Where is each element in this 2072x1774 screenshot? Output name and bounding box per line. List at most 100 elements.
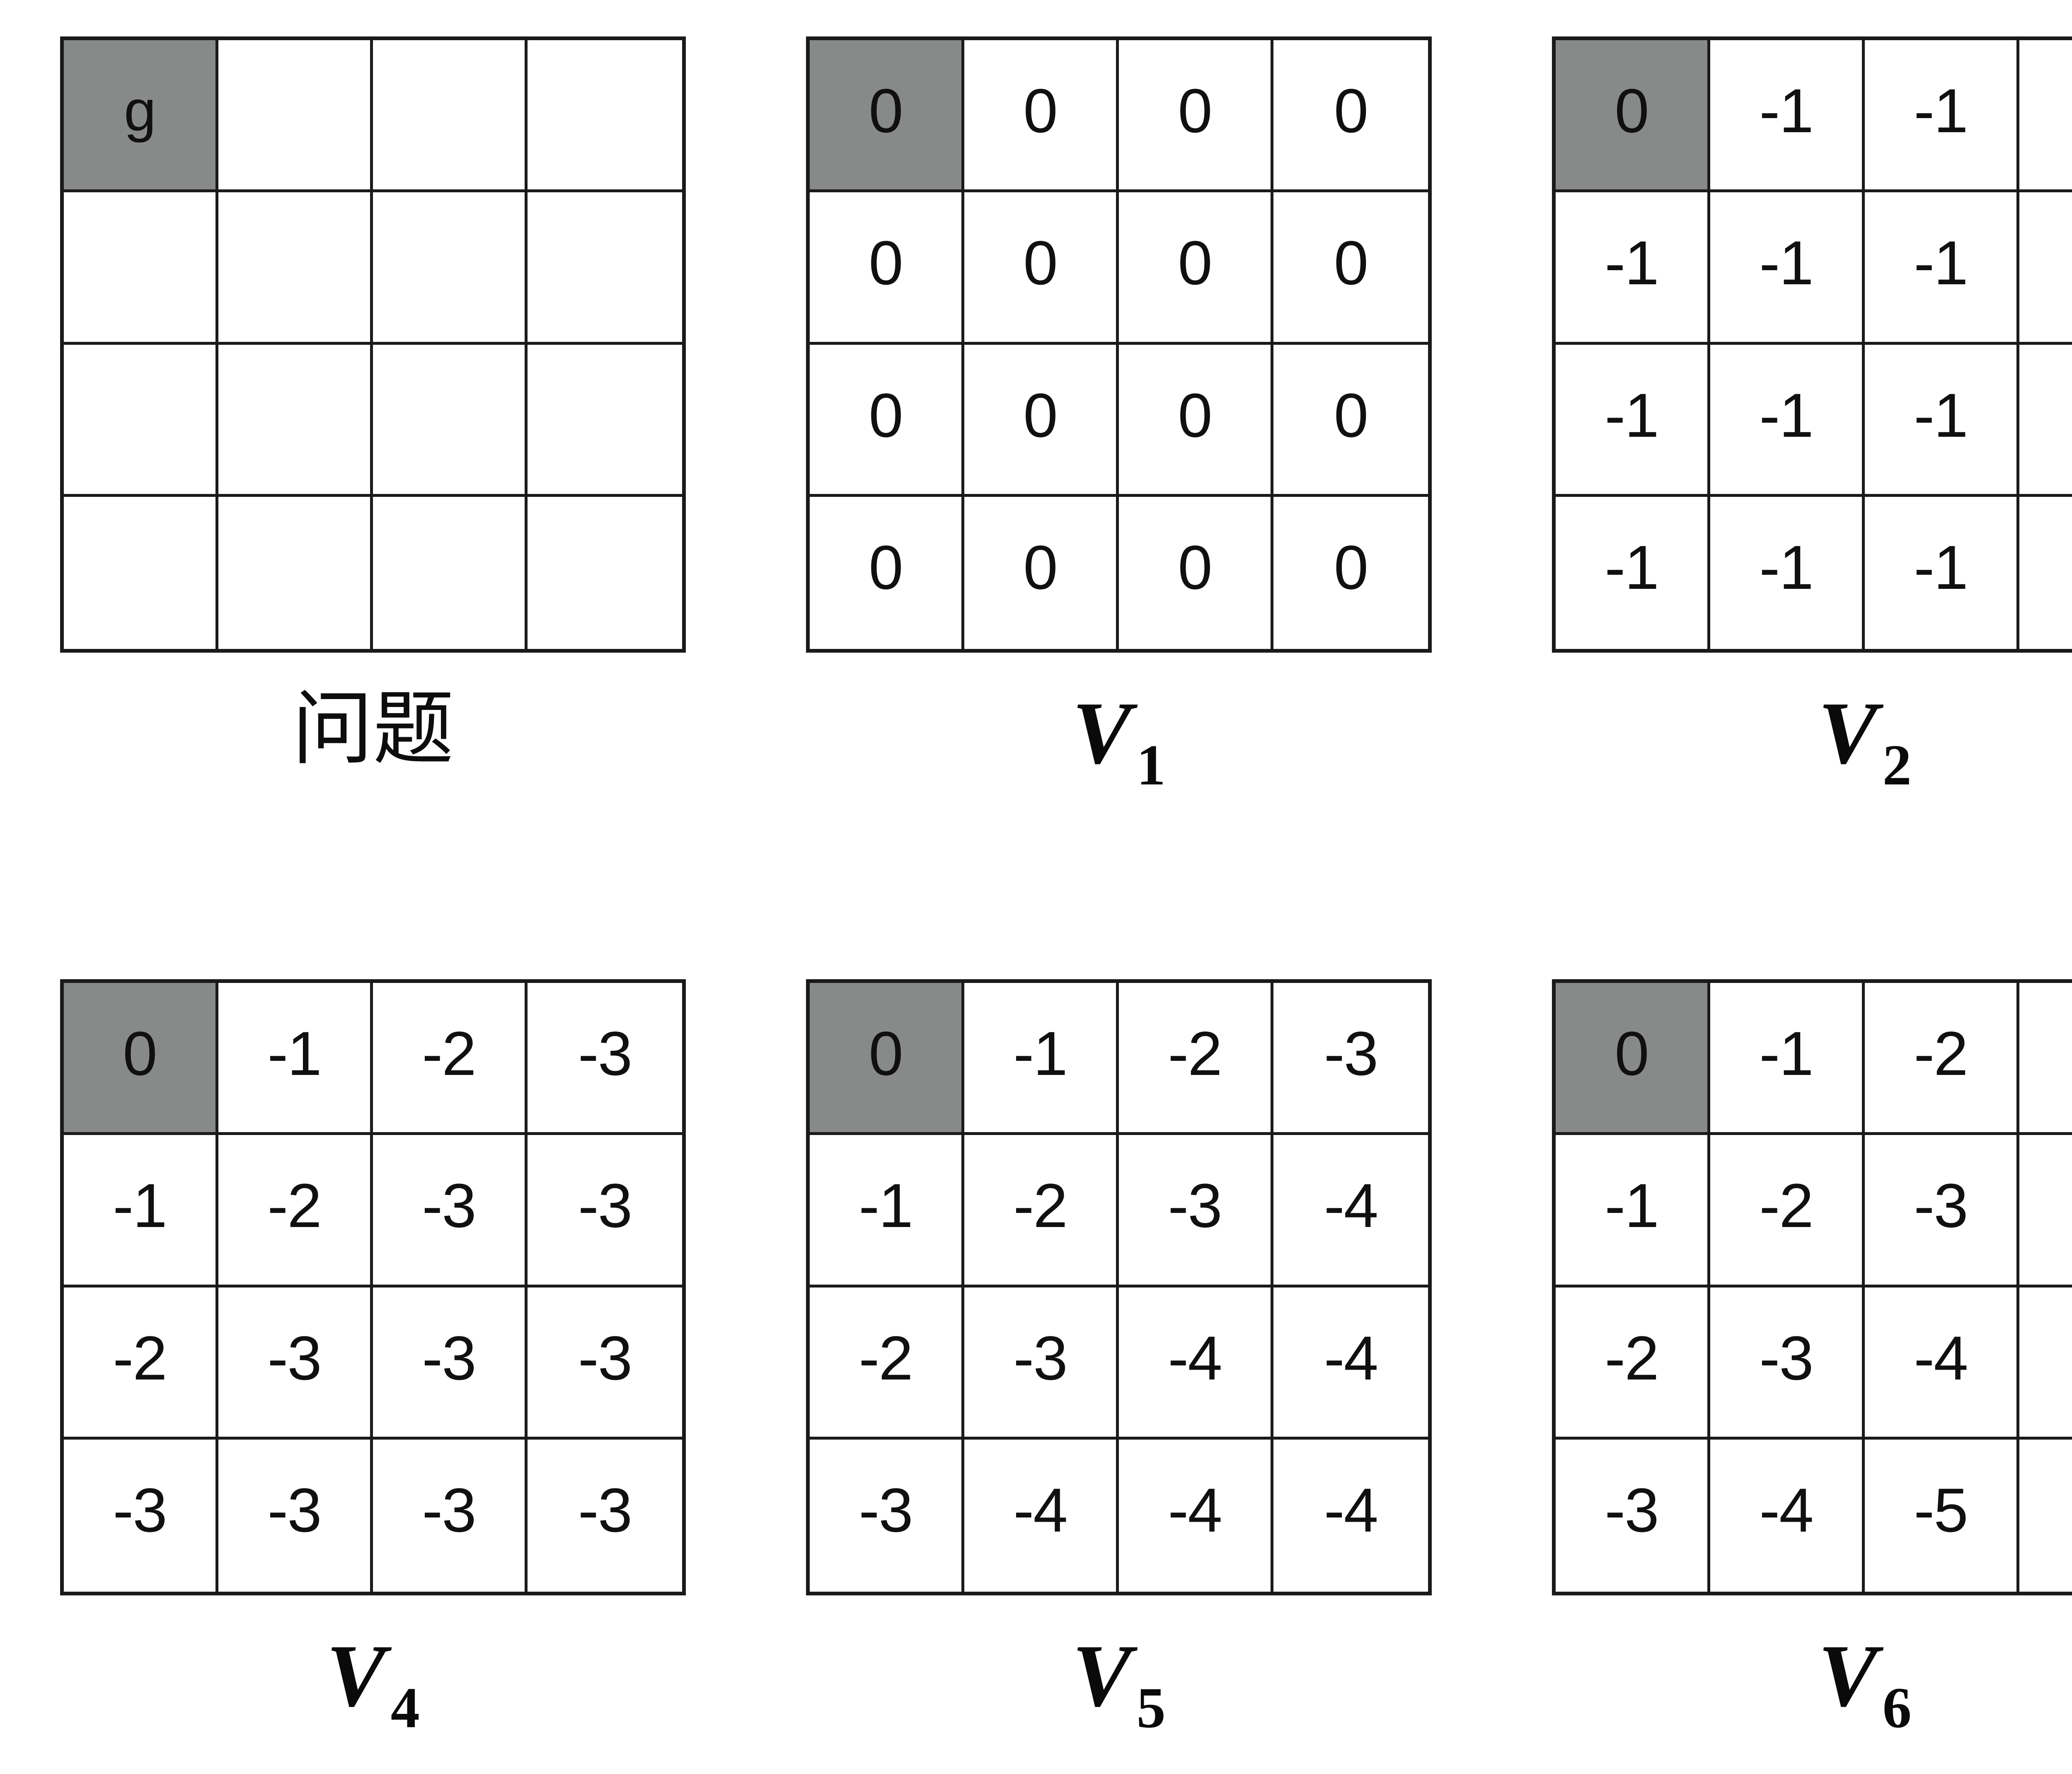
cell-value: -4 [2070,1174,2072,1237]
cell-value: -1 [1914,228,1968,298]
grid-cell-r3c3: 0 [1273,496,1428,649]
grid-cell-r0c2: 0 [1119,40,1273,193]
cell-value: 0 [1334,380,1368,450]
cell-value: -1 [1605,380,1659,450]
cell-value: -3 [578,1171,632,1241]
cell-value: -1 [2070,80,2072,142]
grid-cell-r2c1: -3 [218,1287,373,1440]
grid-cell-r2c0: -2 [64,1287,218,1440]
cell-value: -3 [1914,1171,1968,1241]
cell-value: -4 [1324,1323,1378,1393]
cell-value: -2 [113,1323,167,1393]
cell-value: -2 [1914,1019,1968,1088]
grid-cell-r3c0: -3 [810,1439,964,1592]
grid-cell-r0c0: 0 [1556,983,1710,1135]
grid-cell-r2c1: -3 [964,1287,1119,1440]
grid-cell-r1c1 [218,192,373,345]
cell-value: -5 [1914,1475,1968,1545]
cell-value: -2 [422,1019,476,1088]
cell-value: -1 [113,1171,167,1241]
grid-cell-r3c2 [373,496,528,649]
grid-cell-r0c0: g [64,40,218,193]
grid-cell-r1c1: -2 [218,1135,373,1288]
caption-label: 问题 [292,682,454,776]
grid-cell-r2c2: -1 [1865,344,2019,497]
grid-cell-r0c1: -1 [1710,983,1865,1135]
grid-cell-r0c1 [218,40,373,193]
grid-cell-r1c1: 0 [964,192,1119,345]
cell-value: 0 [1023,532,1058,602]
cell-value: g [124,78,156,143]
grid-cell-r3c1 [218,496,373,649]
cell-value: -3 [267,1323,322,1393]
grid-cell-r2c0 [64,344,218,497]
cell-value: -1 [1759,1019,1813,1088]
grid-cell-r0c0: 0 [810,40,964,193]
grid-cell-r2c1: -3 [1710,1287,1865,1440]
cell-value: 0 [1023,380,1058,450]
grid-cell-r3c1: 0 [964,496,1119,649]
grid-cell-r2c2: -3 [373,1287,528,1440]
grid-cell-r2c0: 0 [810,344,964,497]
grid-cell-r0c2: -1 [1865,40,2019,193]
grid-cell-r1c0 [64,192,218,345]
grid-cell-r0c2: -2 [1865,983,2019,1135]
cell-value: 0 [1178,380,1212,450]
grid-cell-r2c2: 0 [1119,344,1273,497]
cell-value: -3 [2070,1022,2072,1084]
grid-cell-r1c2: -1 [1865,192,2019,345]
cell-value: -3 [578,1019,632,1088]
grid-cell-r3c0: 0 [810,496,964,649]
grid-cell-r2c2 [373,344,528,497]
grid-cell-r2c3: -5 [2019,1287,2072,1440]
grid-cell-r0c3: -3 [528,983,682,1135]
cell-value: -1 [2070,232,2072,294]
cell-value: -2 [1013,1171,1067,1241]
cell-value: -5 [2070,1479,2072,1541]
grid-cell-r3c0: -3 [64,1439,218,1592]
grid-cell-r3c0 [64,496,218,649]
cell-value: -3 [422,1475,476,1545]
grid-cell-r1c0: -1 [1556,192,1710,345]
cell-value: 0 [1334,228,1368,298]
cell-value: -3 [422,1171,476,1241]
grid-cell-r2c3: -1 [2019,344,2072,497]
cell-value: -3 [1013,1323,1067,1393]
grid-cell-r3c3: -3 [528,1439,682,1592]
grid-cell-r1c1: -2 [1710,1135,1865,1288]
caption-subscript: 2 [1882,733,1912,797]
cell-value: -4 [1324,1171,1378,1241]
cell-value: -1 [1914,380,1968,450]
grid-cell-r3c3: -5 [2019,1439,2072,1592]
grid-cell-r2c0: -2 [810,1287,964,1440]
caption-symbol: V [326,1626,386,1725]
grid-cell-r2c2: -4 [1119,1287,1273,1440]
grid-cell-r0c0: 0 [64,983,218,1135]
caption-symbol: V [1072,1626,1132,1725]
cell-value: -1 [1605,1171,1659,1241]
cell-value: -4 [1324,1475,1378,1545]
cell-value: -1 [2070,536,2072,598]
grid-cell-r2c1: -1 [1710,344,1865,497]
cell-value: 0 [1334,76,1368,145]
cell-value: -1 [1759,380,1813,450]
grid-cell-r2c2: -4 [1865,1287,2019,1440]
caption-symbol: V [1072,683,1132,782]
cell-value: 0 [123,1019,157,1088]
cell-value: -1 [1914,76,1968,145]
grid-cell-r3c3: -1 [2019,496,2072,649]
cell-value: -3 [859,1475,913,1545]
grid-cell-r3c2: 0 [1119,496,1273,649]
